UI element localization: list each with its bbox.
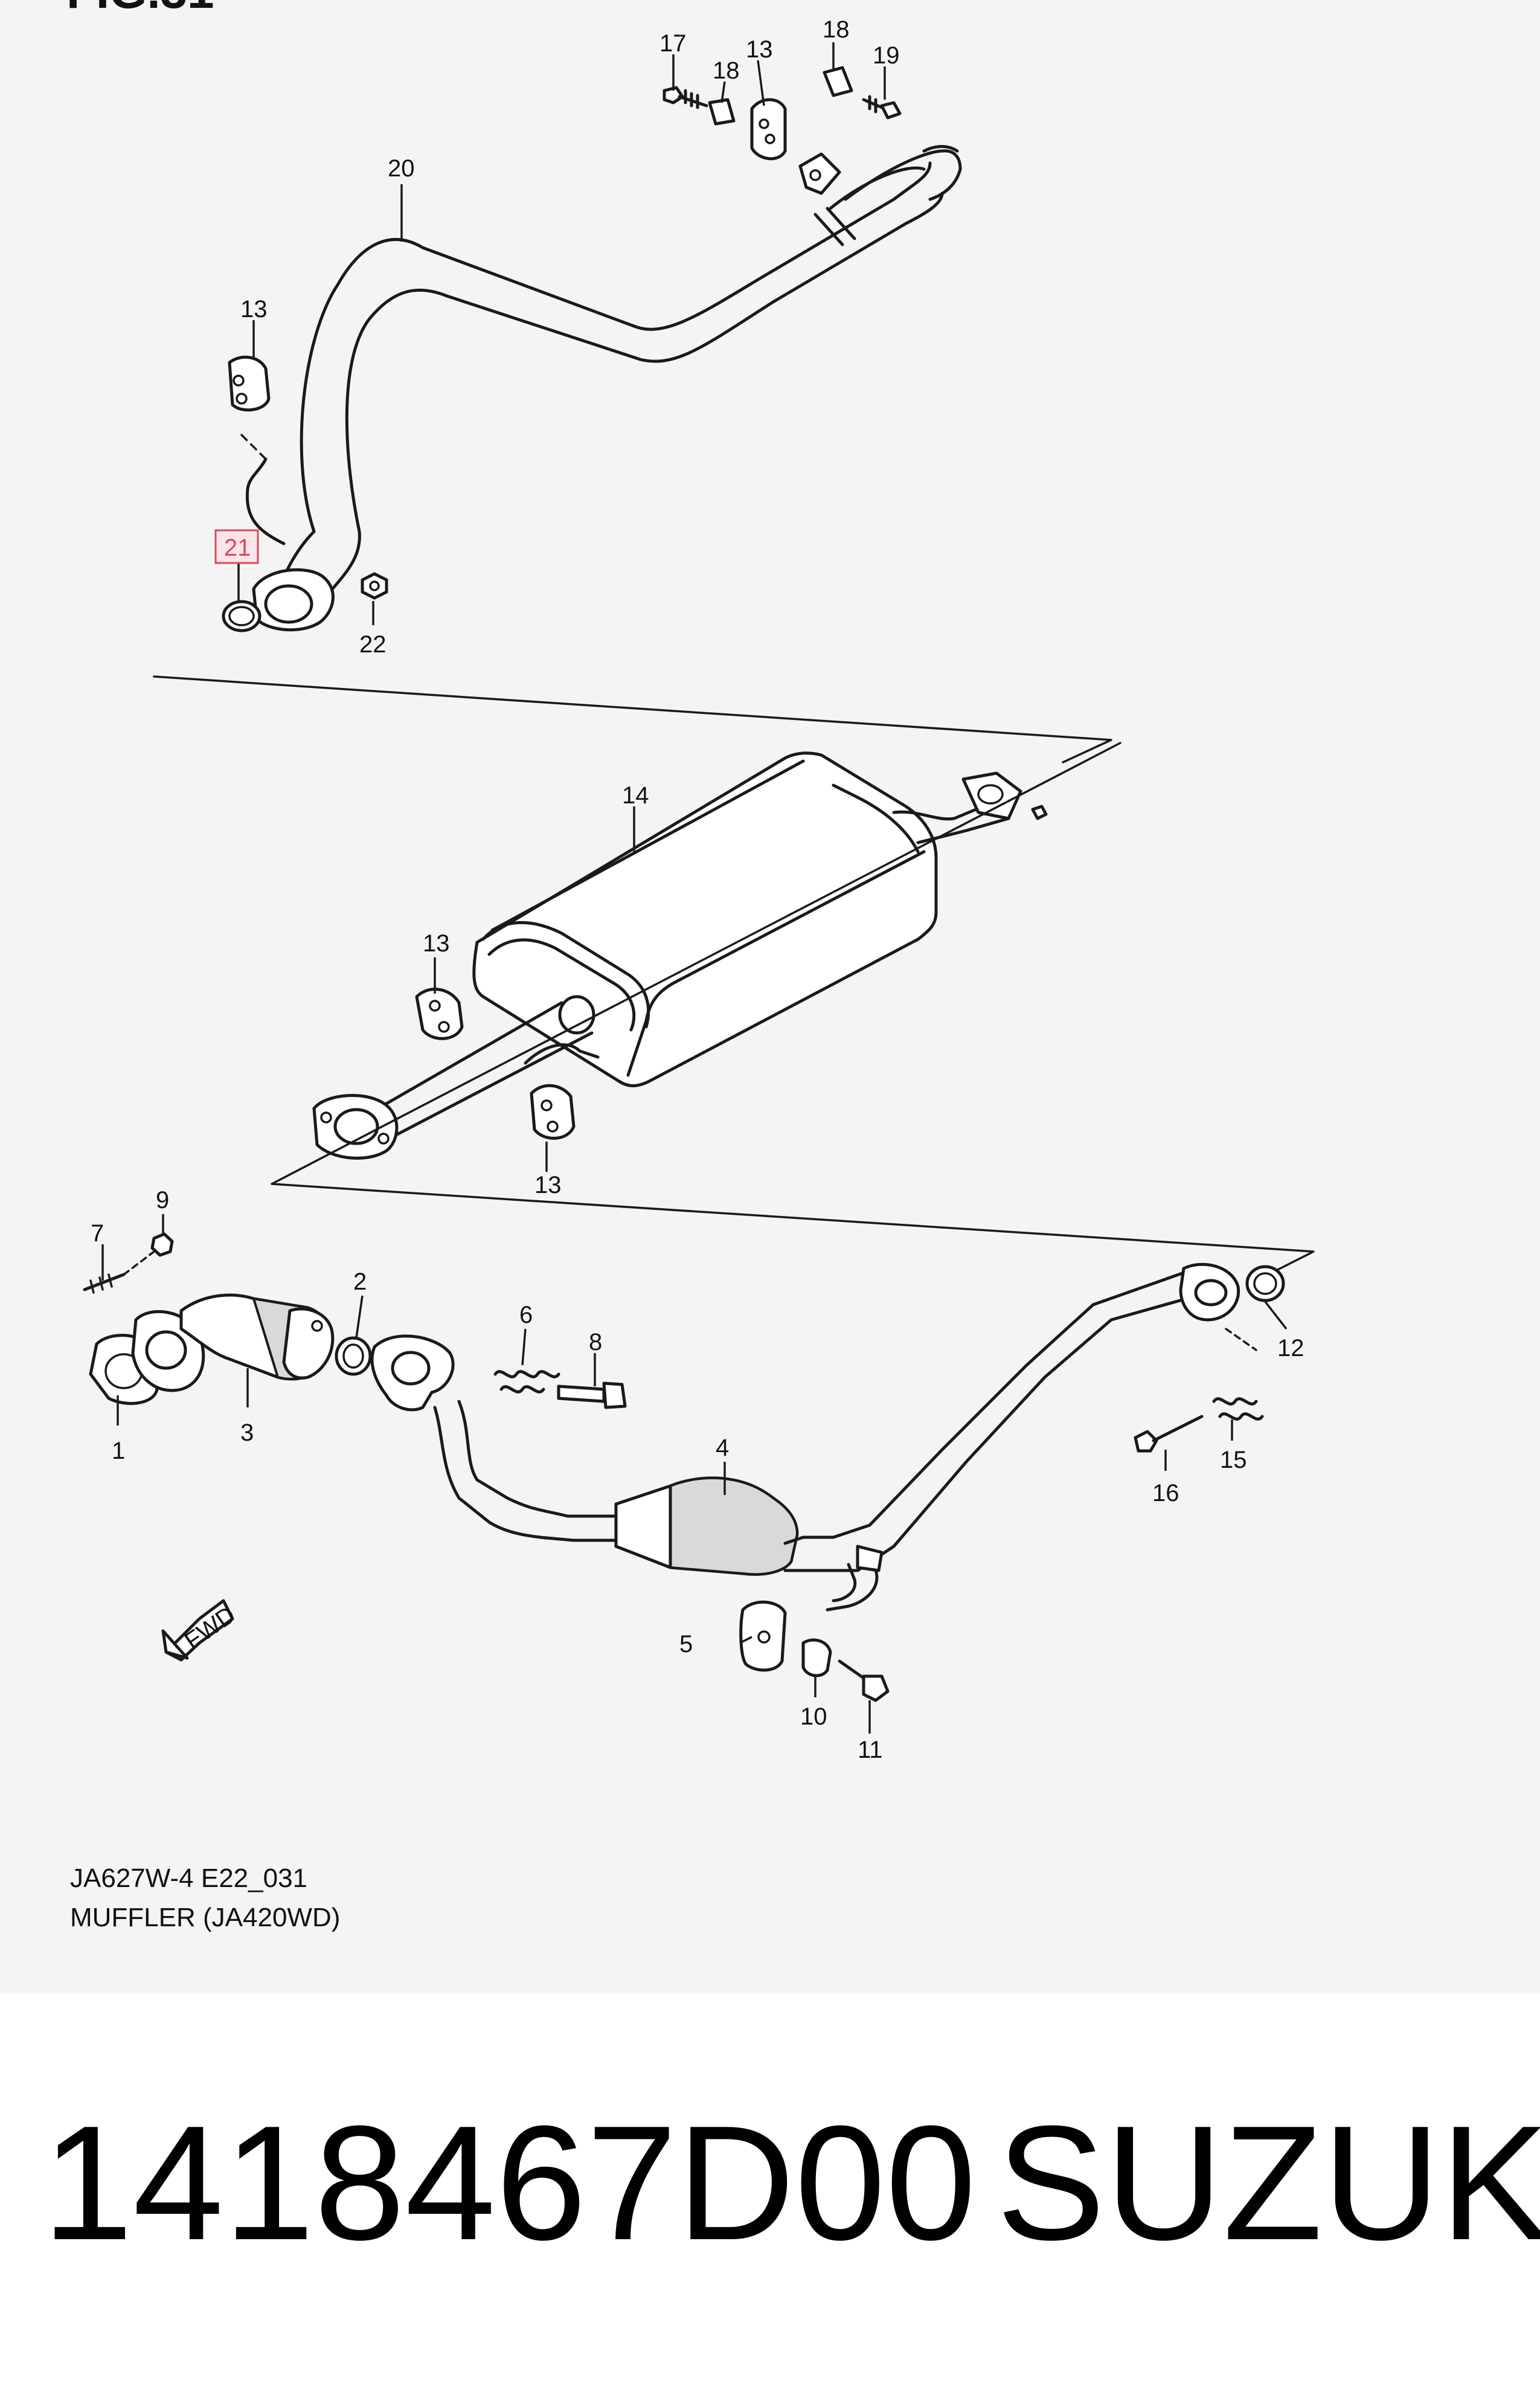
callout-13b: 13 <box>423 930 450 957</box>
rubber-hanger-13b <box>415 988 464 1040</box>
front-pipe-assembly <box>83 1232 1285 1702</box>
callout-17: 17 <box>659 30 687 57</box>
callout-11: 11 <box>858 1737 883 1763</box>
callout-2: 2 <box>353 1268 367 1295</box>
callout-16: 16 <box>1152 1480 1179 1506</box>
callout-19: 19 <box>873 42 900 69</box>
nut-22 <box>361 572 388 600</box>
figure-label: FIG.31 <box>66 0 214 19</box>
callout-5: 5 <box>679 1631 693 1657</box>
diagram-code: JA627W-4 E22_031 <box>70 1863 308 1893</box>
callout-21: 21 <box>224 535 251 561</box>
exhaust-diagram: FWD 20 13 17 18 13 18 <box>83 16 1315 1763</box>
callout-13d: 13 <box>746 36 773 63</box>
callout-9: 9 <box>156 1187 169 1214</box>
footer <box>0 1993 1540 2392</box>
callout-18a: 18 <box>713 57 740 84</box>
callout-3: 3 <box>240 1419 254 1446</box>
callout-20: 20 <box>388 155 415 182</box>
callout-6: 6 <box>519 1302 533 1328</box>
tail-pipe-assembly <box>240 145 962 632</box>
fwd-arrow-icon: FWD <box>161 1599 240 1662</box>
part-number: 1418467D00 <box>42 2092 977 2274</box>
callout-7: 7 <box>91 1220 104 1247</box>
callout-1: 1 <box>112 1438 125 1464</box>
callout-4: 4 <box>716 1435 729 1461</box>
callout-13a: 13 <box>240 296 268 323</box>
diagram-title: MUFFLER (JA420WD) <box>70 1903 341 1932</box>
callout-15: 15 <box>1220 1447 1247 1473</box>
section-divider-2 <box>271 742 1315 1276</box>
top-hardware <box>663 66 902 161</box>
callout-8: 8 <box>589 1329 602 1355</box>
callout-labels: 20 13 17 18 13 18 19 21 22 14 13 13 7 9 … <box>91 16 1304 1763</box>
brand-name: SUZUKI <box>996 2092 1540 2274</box>
callout-14: 14 <box>622 782 649 809</box>
section-divider-1 <box>153 675 1112 764</box>
muffler-assembly <box>312 751 1048 1160</box>
leader-lines <box>101 42 1288 1734</box>
rubber-hanger-13c <box>530 1084 576 1140</box>
rubber-hanger-13a <box>228 355 271 412</box>
callout-12: 12 <box>1277 1335 1304 1362</box>
callout-22: 22 <box>359 631 387 658</box>
callout-21-highlight <box>214 529 259 564</box>
callout-10: 10 <box>800 1703 827 1730</box>
callout-18b: 18 <box>823 16 850 43</box>
callout-13c: 13 <box>534 1172 562 1198</box>
